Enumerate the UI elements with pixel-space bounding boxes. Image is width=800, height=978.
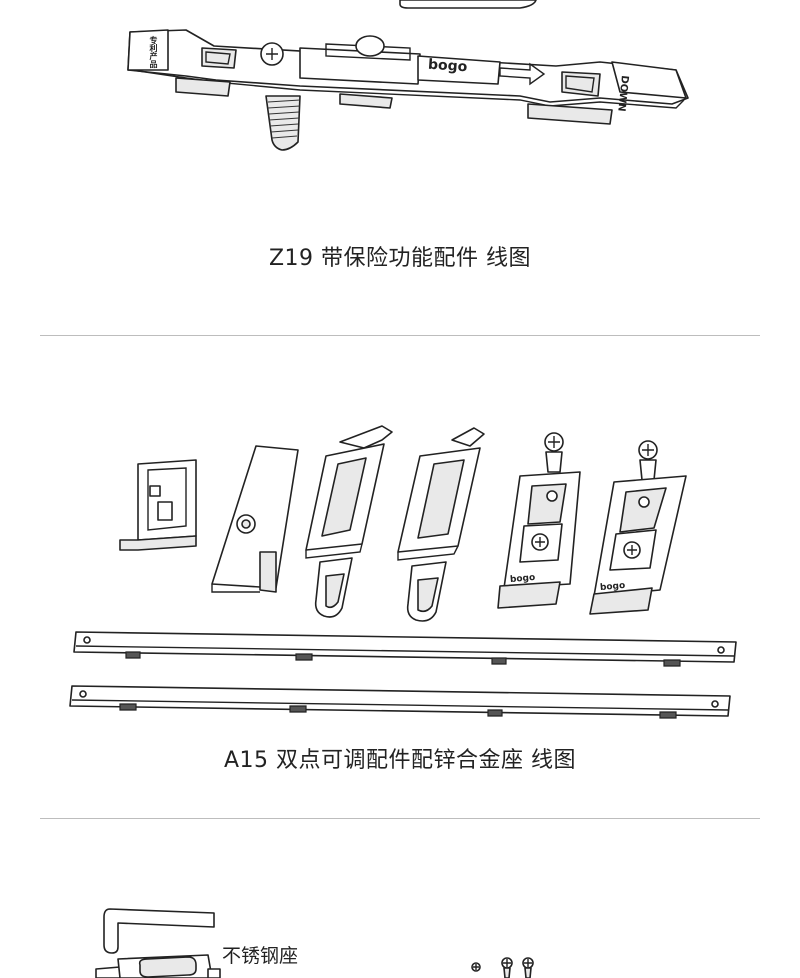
section-a15: bogo bogo A15 双点可调配件配锌合金座 线图 <box>0 336 800 818</box>
adjustable-mechanism-2 <box>589 440 687 615</box>
stainless-hardware-drawing <box>95 908 534 978</box>
threaded-screw <box>265 95 301 151</box>
section-stainless: 不锈钢座 <box>0 819 800 978</box>
divider-2 <box>40 818 760 819</box>
keeper-2 <box>397 427 485 622</box>
caption-a15: A15 双点可调配件配锌合金座 线图 <box>223 748 577 773</box>
caption-z19: Z19 带保险功能配件 线图 <box>268 246 532 271</box>
stainless-seat <box>95 954 221 978</box>
adjustable-mechanism-1 <box>497 432 581 609</box>
hex-key <box>103 908 215 954</box>
label-stainless-seat: 不锈钢座 <box>222 945 299 967</box>
connecting-rod-1 <box>73 631 737 667</box>
brand-logo-bogo-z19: bogo <box>427 56 468 76</box>
z19-hardware-drawing <box>127 0 689 151</box>
connecting-rod-2 <box>69 685 731 719</box>
zinc-alloy-seat <box>119 459 197 551</box>
section-z19: bogo DOWN 专利产品 Z19 带保险功能配件 线图 <box>0 0 800 336</box>
patent-stamp: 专利产品 <box>149 36 158 68</box>
small-screws <box>471 957 534 978</box>
a15-hardware-drawing <box>69 425 737 719</box>
keeper-1 <box>305 425 393 618</box>
strike-plate <box>211 445 299 593</box>
divider-1 <box>40 335 760 336</box>
